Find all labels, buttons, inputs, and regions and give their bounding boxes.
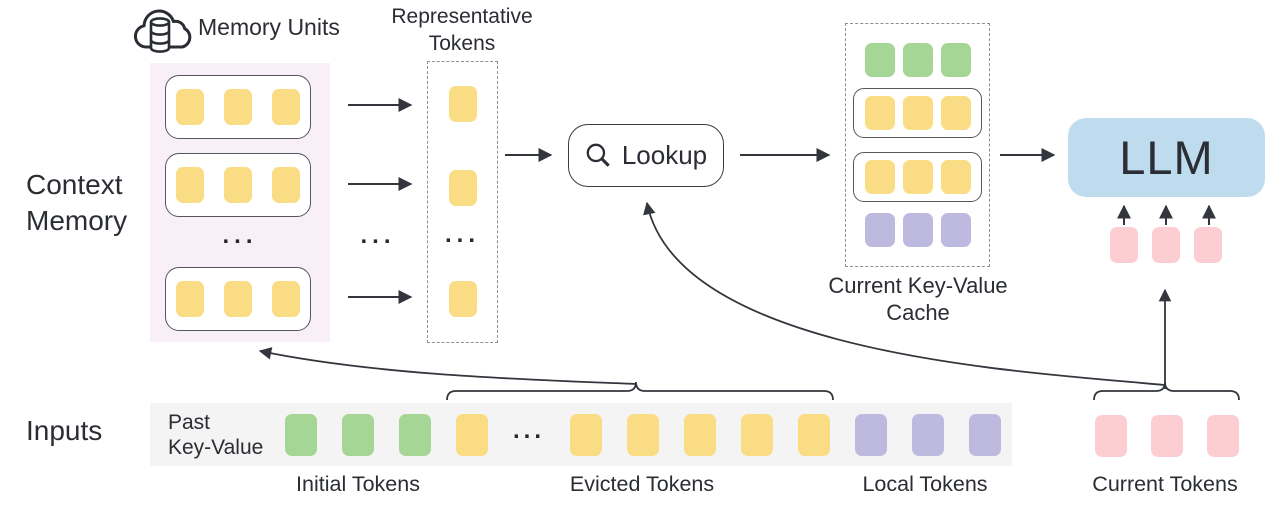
search-icon — [586, 143, 610, 167]
lookup-label: Lookup — [621, 140, 708, 170]
local-tokens-label: Local Tokens — [862, 472, 988, 496]
current-kv-cache-box — [845, 23, 990, 267]
token-yellow — [684, 414, 716, 456]
token-yellow — [798, 414, 830, 456]
token-purple — [969, 414, 1001, 456]
memory-cloud-database-icon — [133, 9, 192, 53]
past-kv-strip: Past Key-Value ... — [150, 403, 1012, 466]
token-yellow — [864, 96, 895, 130]
token-yellow — [741, 414, 773, 456]
brace-evicted-tokens — [446, 381, 834, 401]
token-yellow — [224, 167, 252, 203]
token-green — [399, 414, 431, 456]
token-purple — [855, 414, 887, 456]
token-yellow — [940, 96, 971, 130]
token-yellow — [864, 160, 895, 194]
initial-tokens-label: Initial Tokens — [296, 472, 420, 496]
current-tokens-group — [1095, 415, 1239, 457]
token-purple — [864, 213, 895, 247]
context-memory-label: Context Memory — [26, 169, 128, 236]
token-pink — [1194, 227, 1222, 263]
token-yellow — [627, 414, 659, 456]
llm-node: LLM — [1068, 118, 1265, 197]
past-kv-tokens: ... — [285, 414, 1001, 456]
kv-row-retrieved-unit-1 — [853, 88, 982, 138]
memory-unit-1 — [165, 75, 311, 139]
ellipsis: ... — [513, 417, 546, 444]
llm-input-tokens — [1110, 227, 1222, 263]
token-pink — [1095, 415, 1127, 457]
context-memory-panel: ... — [150, 63, 330, 342]
token-green — [285, 414, 317, 456]
representative-tokens-label: Representative Tokens — [391, 5, 533, 55]
inputs-label: Inputs — [26, 415, 103, 446]
current-tokens-label: Current Tokens — [1092, 472, 1238, 496]
memory-unit-2 — [165, 153, 311, 217]
token-yellow — [448, 281, 477, 317]
token-yellow — [448, 86, 477, 122]
token-yellow — [176, 89, 204, 125]
token-green — [902, 43, 933, 77]
current-kv-cache-label: Current Key-Value Cache — [828, 273, 1008, 325]
past-key-value-label: Past Key-Value — [168, 411, 264, 459]
token-yellow — [448, 170, 477, 206]
token-pink — [1152, 227, 1180, 263]
token-yellow — [456, 414, 488, 456]
token-yellow — [272, 167, 300, 203]
memory-unit-3 — [165, 267, 311, 331]
token-yellow — [570, 414, 602, 456]
lookup-node: Lookup — [568, 124, 724, 187]
token-yellow — [940, 160, 971, 194]
token-yellow — [176, 167, 204, 203]
curve-evicted-to-context-memory — [258, 347, 637, 385]
token-yellow — [902, 160, 933, 194]
token-green — [342, 414, 374, 456]
token-pink — [1110, 227, 1138, 263]
ellipsis: ... — [444, 221, 481, 248]
token-purple — [912, 414, 944, 456]
token-yellow — [902, 96, 933, 130]
token-yellow — [272, 281, 300, 317]
arrows-ellipsis: ... — [360, 222, 396, 249]
token-pink — [1151, 415, 1183, 457]
token-yellow — [176, 281, 204, 317]
token-purple — [902, 213, 933, 247]
token-pink — [1207, 415, 1239, 457]
representative-tokens-box: ... — [427, 61, 498, 343]
llm-label: LLM — [1119, 131, 1214, 184]
brace-current-tokens — [1093, 381, 1240, 401]
evicted-tokens-label: Evicted Tokens — [569, 472, 715, 496]
memory-units-label: Memory Units — [198, 14, 340, 40]
kv-row-local — [846, 213, 989, 247]
token-green — [864, 43, 895, 77]
token-purple — [940, 213, 971, 247]
token-yellow — [224, 89, 252, 125]
token-yellow — [224, 281, 252, 317]
token-yellow — [272, 89, 300, 125]
kv-row-retrieved-unit-2 — [853, 152, 982, 202]
kv-row-initial — [846, 43, 989, 77]
memory-units-ellipsis: ... — [222, 222, 258, 249]
token-green — [940, 43, 971, 77]
